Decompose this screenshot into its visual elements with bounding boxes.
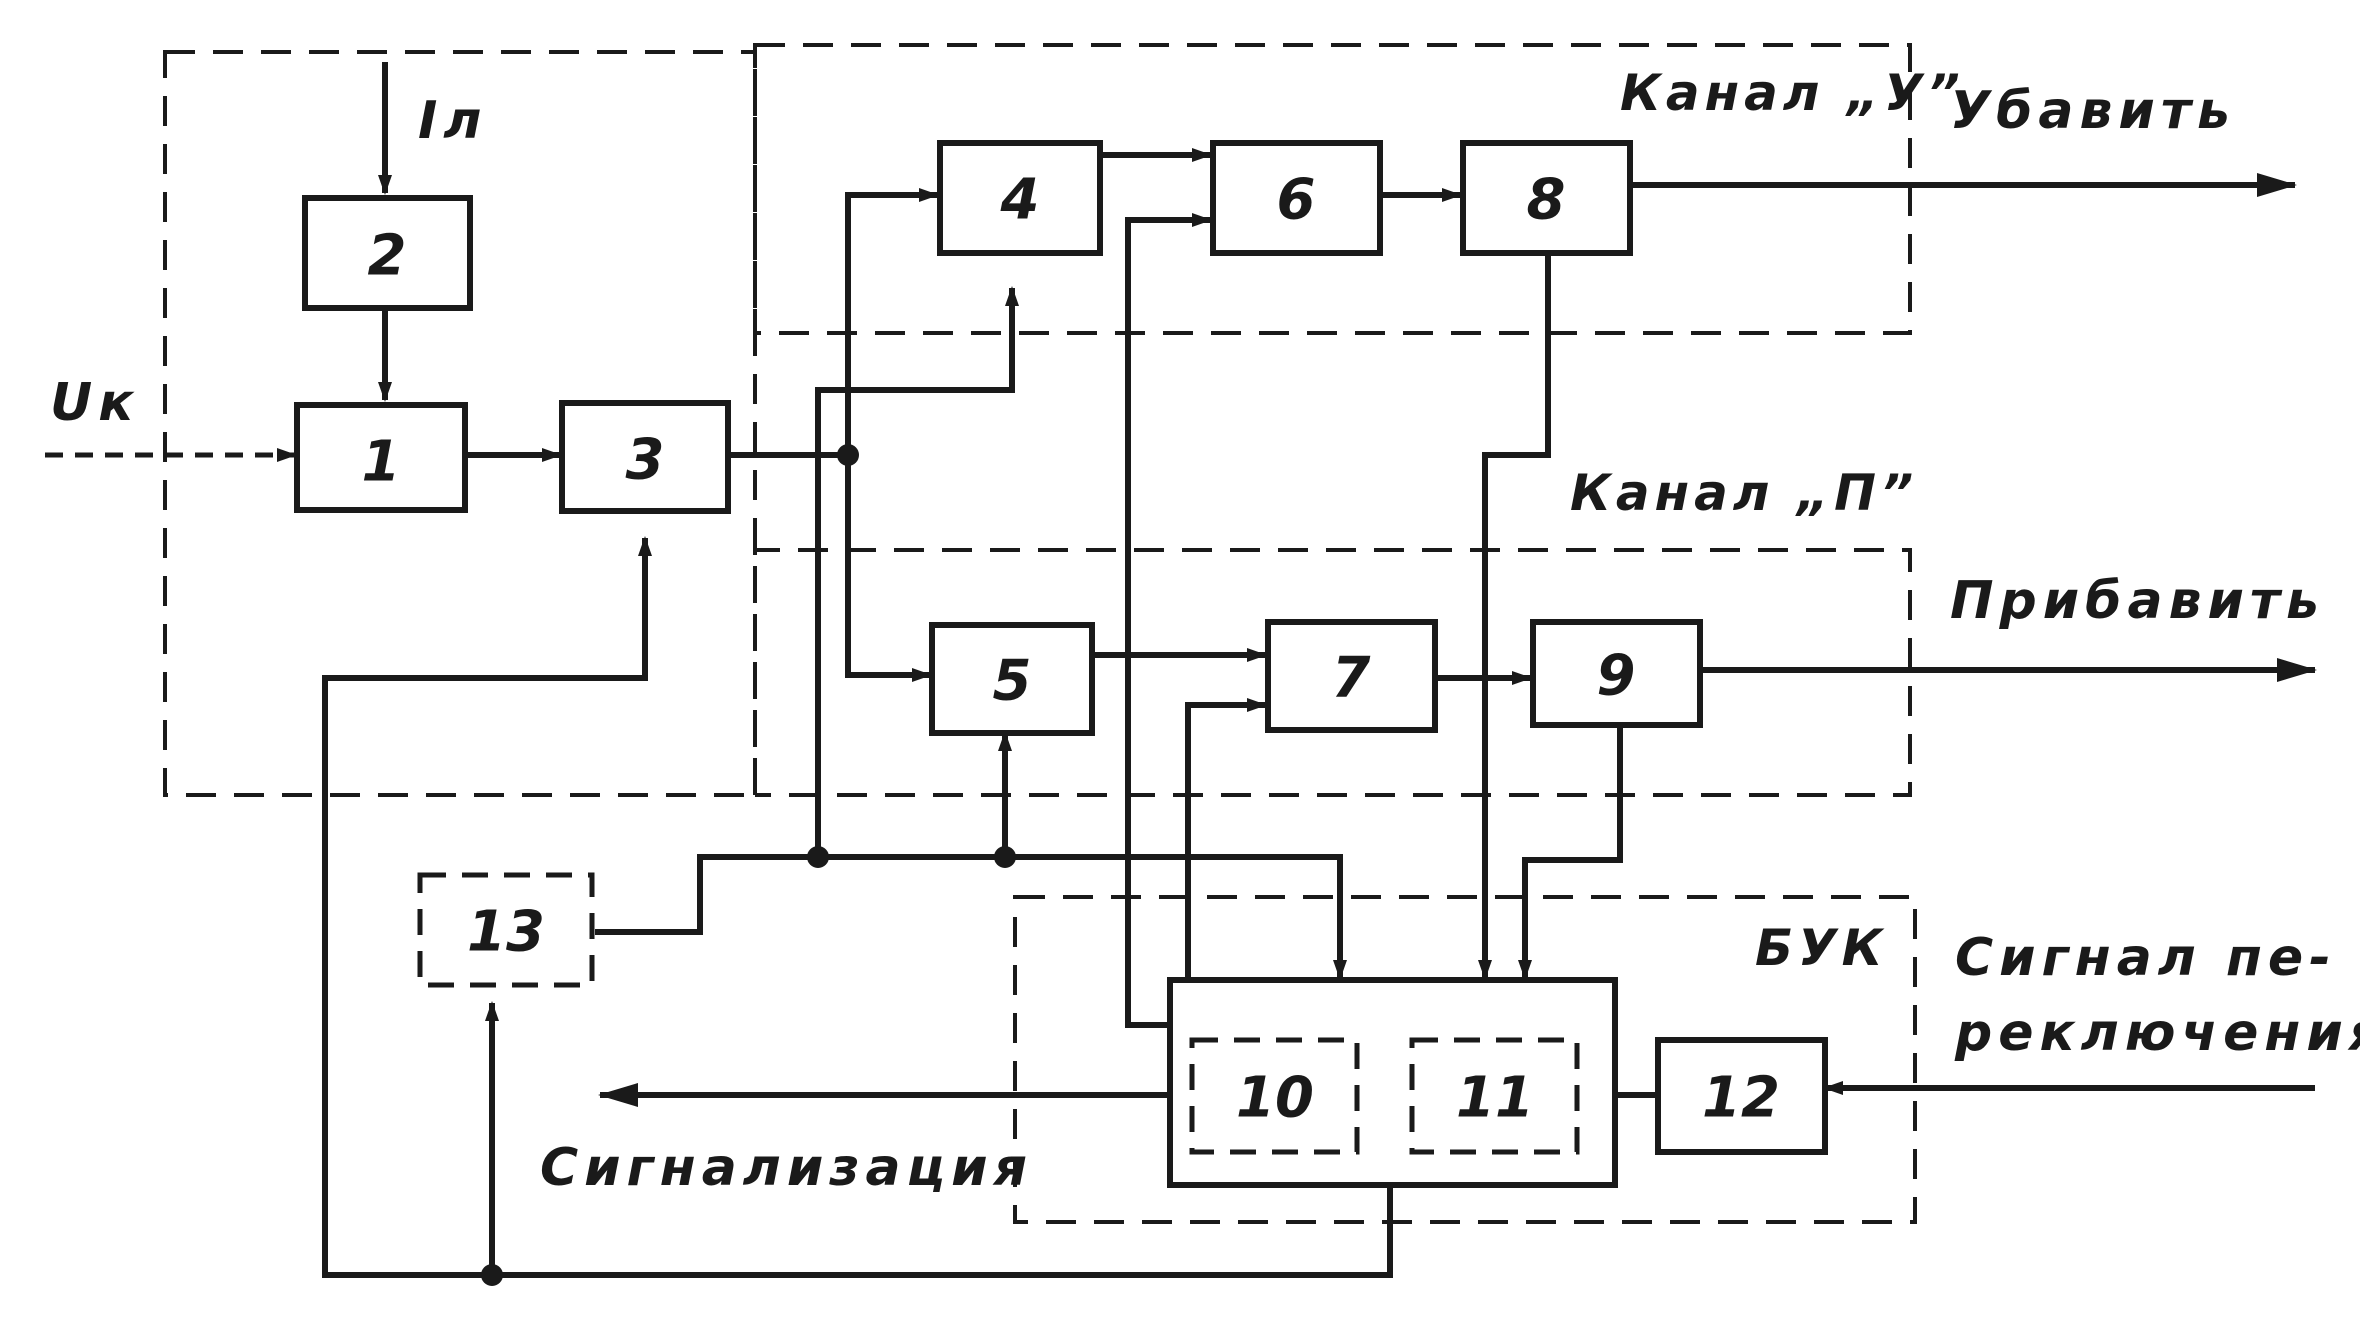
block-11: 11 — [1409, 1037, 1580, 1155]
block-6: 6 — [1210, 140, 1383, 256]
channel-p-label: Канал „П” — [1570, 464, 1918, 522]
input-uk-label: Uк — [50, 373, 140, 433]
channel-u-label: Канал „У” — [1620, 64, 1965, 122]
svg-text:3: 3 — [626, 428, 665, 493]
svg-text:11: 11 — [1456, 1066, 1534, 1131]
block-8: 8 — [1460, 140, 1633, 256]
block-3: 3 — [559, 400, 731, 514]
block-1: 1 — [294, 402, 468, 513]
measuring-unit-region — [163, 50, 757, 797]
output-decrease-label: Убавить — [1950, 81, 2236, 141]
svg-text:9: 9 — [1597, 644, 1636, 709]
block-13: 13 — [417, 872, 595, 988]
buk-label: БУК — [1755, 919, 1888, 977]
switch-signal-label-line1: Сигнал пе- — [1955, 928, 2337, 988]
junction-dot — [837, 444, 859, 466]
channel-p-region — [753, 548, 1912, 797]
block-9: 9 — [1530, 619, 1703, 728]
svg-text:2: 2 — [368, 224, 407, 289]
channel-u-region — [753, 43, 1912, 335]
svg-text:13: 13 — [467, 900, 545, 965]
svg-text:4: 4 — [1000, 168, 1040, 233]
switch-signal-label-line2: реключения — [1954, 1003, 2360, 1063]
svg-text:10: 10 — [1236, 1066, 1314, 1131]
svg-text:6: 6 — [1277, 168, 1316, 233]
signaling-label: Сигнализация — [540, 1138, 1033, 1198]
svg-text:12: 12 — [1702, 1066, 1780, 1131]
block-2: 2 — [302, 195, 473, 311]
svg-text:7: 7 — [1332, 646, 1371, 711]
input-il-label: Iл — [418, 91, 487, 151]
svg-text:8: 8 — [1527, 168, 1566, 233]
svg-text:1: 1 — [362, 430, 401, 495]
buk-region — [1013, 895, 1917, 1224]
junction-dot — [481, 1264, 503, 1286]
junction-dot — [807, 846, 829, 868]
junction-dot — [994, 846, 1016, 868]
connections — [45, 62, 2317, 1278]
block-7: 7 — [1265, 619, 1438, 733]
block-4: 4 — [937, 140, 1103, 256]
block-12: 12 — [1655, 1037, 1828, 1155]
output-increase-label: Прибавить — [1950, 571, 2325, 631]
block-10: 10 — [1189, 1037, 1360, 1155]
svg-text:5: 5 — [993, 649, 1032, 714]
block-5: 5 — [929, 622, 1095, 736]
